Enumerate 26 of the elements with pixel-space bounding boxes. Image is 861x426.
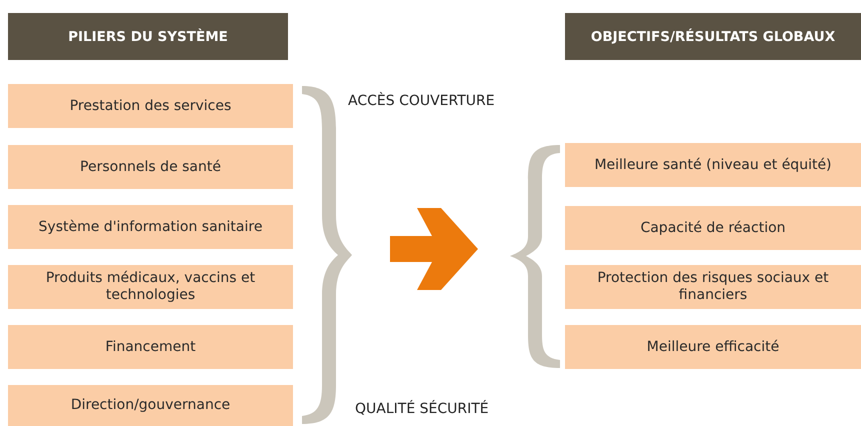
header-bar <box>565 13 861 60</box>
side-label: ACCÈS COUVERTURE <box>348 93 495 109</box>
box-text: Produits médicaux, vaccins et technologies <box>44 270 256 304</box>
pillar-box <box>565 325 861 369</box>
pillar-box <box>565 206 861 250</box>
pillar-box <box>8 84 293 128</box>
pillar-box <box>565 143 861 187</box>
box-text: Capacité de réaction <box>640 220 786 236</box>
box-text: Personnels de santé <box>80 158 221 176</box>
pillar-box <box>8 325 293 369</box>
side-label: QUALITÉ SÉCURITÉ <box>355 401 489 417</box>
pillar-box <box>8 265 293 309</box>
box-text: OBJECTIFS/RÉSULTATS GLOBAUX <box>590 28 836 44</box>
header-bar <box>8 13 288 60</box>
box-text: Meilleure santé (niveau et équité) <box>594 156 832 174</box>
pillar-box <box>8 385 293 426</box>
box-text: Financement <box>105 338 196 356</box>
box-text: Meilleure efficacité <box>646 338 780 356</box>
box-text: Prestation des services <box>70 98 232 114</box>
box-text: Protection des risques sociaux et financiers <box>596 270 830 304</box>
box-text: PILIERS DU SYSTÈME <box>68 28 228 44</box>
box-text: Direction/gouvernance <box>70 397 230 414</box>
pillar-box <box>8 145 293 189</box>
pillar-box <box>8 205 293 249</box>
box-text: Système d'information sanitaire <box>38 218 262 236</box>
pillar-box <box>565 265 861 309</box>
